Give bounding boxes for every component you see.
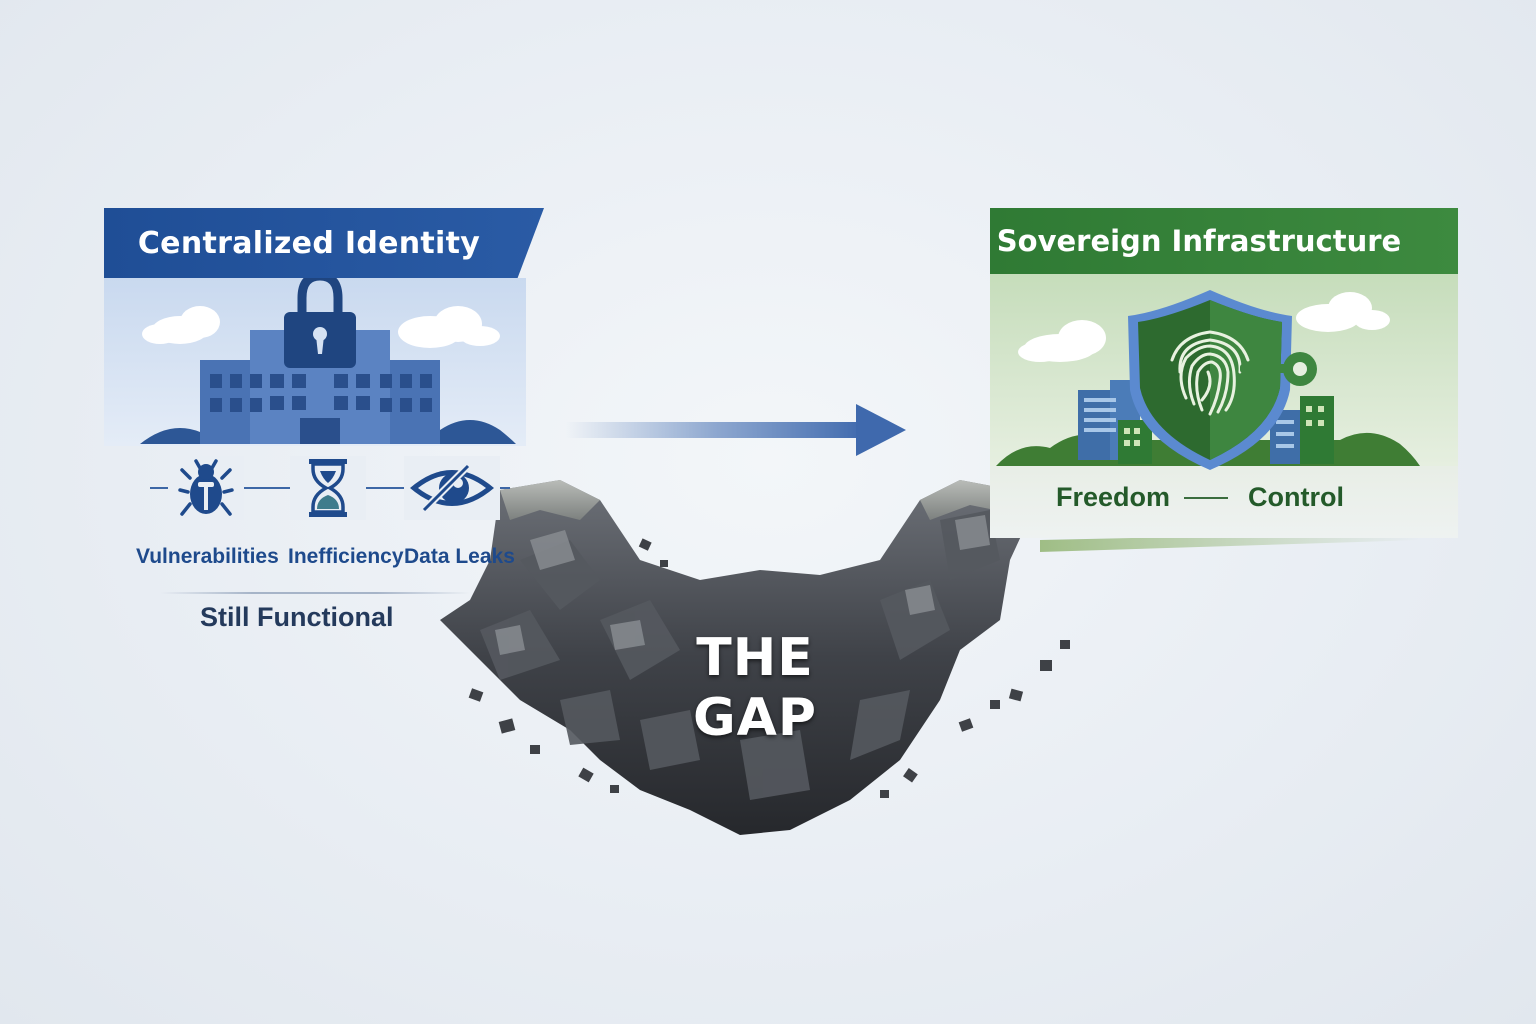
- status-divider: [160, 592, 470, 594]
- vulnerabilities-label: Vulnerabilities: [136, 545, 279, 568]
- key-icon: [1240, 352, 1317, 386]
- rock-rim-left: [500, 480, 600, 520]
- inefficiency-label: Inefficiency: [288, 545, 404, 568]
- rock-highlights: [495, 515, 990, 655]
- fingerprint-icon: [1170, 330, 1250, 416]
- bug-icon: [168, 456, 244, 520]
- centralized-identity-header: Centralized Identity: [104, 208, 544, 278]
- data-leaks-label: Data Leaks: [404, 545, 515, 568]
- hourglass-icon: [290, 456, 366, 520]
- building-icon: [200, 330, 440, 444]
- sovereign-labels-area: [990, 466, 1458, 538]
- eye-slash-icon: [404, 456, 500, 520]
- arrow-shaft: [566, 422, 866, 438]
- still-functional-label: Still Functional: [200, 602, 394, 632]
- rock-debris: [468, 538, 1070, 798]
- control-label: Control: [1248, 482, 1344, 512]
- sovereign-infrastructure-title: Sovereign Infrastructure: [996, 224, 1402, 258]
- freedom-label: Freedom: [1056, 482, 1171, 512]
- arrow-head-icon: [856, 404, 906, 456]
- sovereign-infrastructure-header: Sovereign Infrastructure: [990, 208, 1458, 274]
- freedom-control-divider: [1184, 497, 1228, 499]
- cloud-icon: [1018, 292, 1390, 362]
- cloud-icon: [142, 306, 500, 348]
- the-gap-title: THE GAP: [692, 628, 818, 748]
- city-buildings-icon: [1078, 380, 1334, 464]
- centralized-identity-title: Centralized Identity: [137, 225, 481, 261]
